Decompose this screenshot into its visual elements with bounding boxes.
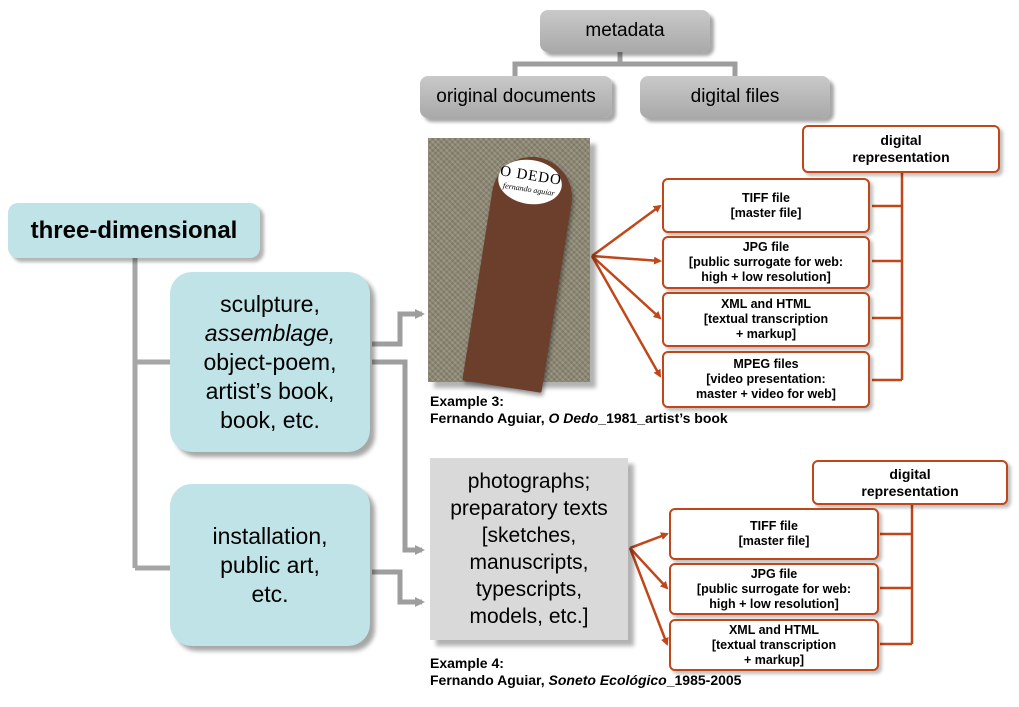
example3-caption: Example 3: Fernando Aguiar, O Dedo_1981_…	[430, 393, 728, 427]
example4-jpg-box: JPG file [public surrogate for web: high…	[669, 563, 879, 615]
caption-title: O Dedo	[548, 410, 599, 426]
file-line: [master file]	[730, 205, 802, 220]
category-sculpture-box: sculpture, assemblage, object-poem, arti…	[170, 272, 370, 452]
category-line: artist’s book,	[205, 377, 335, 404]
materials-line: models, etc.]	[469, 605, 589, 628]
example3-photo: O DEDO fernando aguiar	[428, 138, 590, 393]
example3-tiff-box: TIFF file [master file]	[662, 178, 870, 233]
root-tree-lines	[132, 258, 170, 571]
materials-line: photographs;	[467, 470, 591, 493]
example4-materials-box: photographs; preparatory texts [sketches…	[430, 458, 628, 640]
example3-caption-heading: Example 3:	[430, 393, 504, 409]
category-installation-box: installation, public art, etc.	[170, 484, 370, 646]
category-line: etc.	[251, 580, 289, 607]
file-line: [textual transcription	[711, 637, 837, 652]
caption-author: Fernando Aguiar,	[430, 672, 549, 688]
example4-digital-representation: digital representation	[812, 460, 1008, 505]
category-line: book, etc.	[220, 406, 320, 433]
file-line: JPG file	[750, 566, 798, 581]
category-line: installation,	[212, 522, 328, 549]
example3-digital-representation: digital representation	[802, 125, 1000, 173]
file-line: [textual transcription	[703, 312, 829, 326]
metadata-tree-lines	[512, 52, 738, 76]
gray-arrows	[372, 309, 425, 607]
file-line: + markup]	[743, 652, 805, 667]
dr-line: representation	[861, 482, 959, 499]
example3-bracket	[872, 173, 904, 382]
category-line: public art,	[220, 551, 320, 578]
example4-bracket	[880, 505, 914, 646]
file-line: [master file]	[738, 534, 810, 548]
dr-line: digital	[889, 465, 931, 482]
example3-caption-text: Fernando Aguiar, O Dedo_1981_artist’s bo…	[430, 410, 728, 427]
file-line: XML and HTML	[720, 297, 812, 311]
file-line: [video presentation:	[706, 372, 826, 386]
metadata-label: metadata	[585, 20, 665, 41]
example4-xml-box: XML and HTML [textual transcription + ma…	[669, 619, 879, 671]
example3-arrows	[590, 204, 662, 378]
file-line: [public surrogate for web:	[688, 255, 844, 269]
materials-line: preparatory texts	[450, 497, 608, 520]
caption-year: _1985-2005	[666, 672, 742, 688]
three-dimensional-label: three-dimensional	[30, 216, 238, 244]
digital-files-box: digital files	[640, 76, 830, 118]
category-line: object-poem,	[203, 348, 337, 375]
file-line: MPEG files	[733, 357, 799, 371]
example4-caption-text: Fernando Aguiar, Soneto Ecológico_1985-2…	[430, 672, 741, 689]
example3-xml-box: XML and HTML [textual transcription + ma…	[662, 292, 870, 347]
digital-files-label: digital files	[690, 86, 780, 107]
caption-year: _1981_artist’s book	[598, 410, 728, 426]
example4-caption: Example 4: Fernando Aguiar, Soneto Ecoló…	[430, 655, 741, 689]
file-line: TIFF file	[750, 519, 798, 533]
file-line: XML and HTML	[728, 622, 820, 637]
file-line: high + low resolution]	[701, 270, 831, 284]
dr-line: representation	[852, 149, 950, 165]
materials-line: typescripts,	[475, 578, 583, 601]
example4-caption-heading: Example 4:	[430, 655, 504, 671]
file-line: high + low resolution]	[709, 596, 839, 611]
file-line: JPG file	[742, 240, 790, 254]
example4-tiff-box: TIFF file [master file]	[669, 508, 879, 560]
example4-arrows	[628, 532, 669, 646]
original-documents-label: original documents	[436, 86, 596, 107]
category-line: sculpture,	[220, 290, 320, 317]
materials-line: [sketches,	[481, 524, 577, 547]
file-line: TIFF file	[742, 190, 790, 205]
metadata-box: metadata	[540, 10, 710, 52]
caption-title: Soneto Ecológico	[548, 672, 667, 688]
materials-line: manuscripts,	[469, 551, 589, 574]
example3-mpeg-box: MPEG files [video presentation: master +…	[662, 351, 870, 408]
example3-jpg-box: JPG file [public surrogate for web: high…	[662, 236, 870, 289]
file-line: + markup]	[735, 327, 797, 341]
caption-author: Fernando Aguiar,	[430, 410, 549, 426]
original-documents-box: original documents	[420, 76, 612, 118]
dr-line: digital	[880, 132, 922, 148]
file-line: master + video for web]	[696, 387, 836, 401]
category-line: assemblage,	[204, 319, 336, 346]
file-line: [public surrogate for web:	[696, 581, 852, 596]
three-dimensional-box: three-dimensional	[8, 203, 260, 258]
